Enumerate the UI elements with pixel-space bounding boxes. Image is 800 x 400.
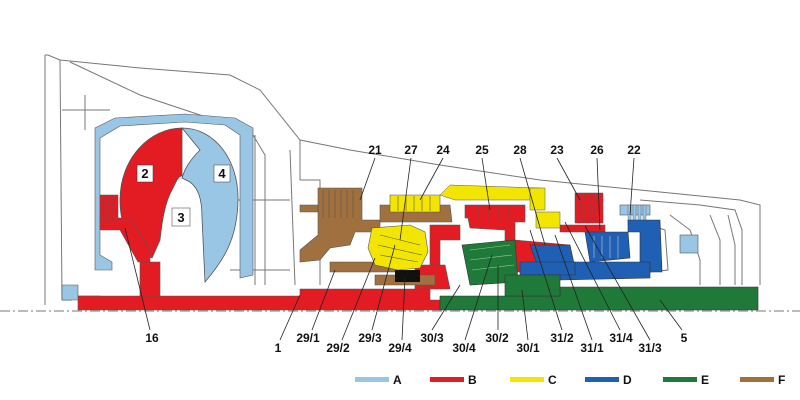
legend-label: C: [548, 373, 557, 387]
area-c: [367, 184, 561, 271]
legend-swatch-e: [663, 377, 697, 382]
carrier-c: [367, 224, 429, 271]
planetary-f: [299, 187, 381, 263]
callout-label: 29/1: [296, 331, 320, 345]
callout-label: 30/4: [452, 341, 476, 355]
callout-label: 31/4: [609, 331, 633, 345]
callout-label: 21: [368, 143, 382, 157]
callout-label: 31/2: [550, 331, 574, 345]
inner-labels: 2 4 3: [136, 164, 231, 227]
callout-label: 23: [550, 143, 564, 157]
callout-label: 5: [681, 331, 688, 345]
top-labels: 21 27 24 25 28 23 26 22: [368, 143, 641, 157]
legend-swatch-a: [355, 377, 389, 382]
callout-label: 24: [436, 143, 450, 157]
clutch-c: [389, 194, 441, 213]
callout-label: 30/3: [420, 331, 444, 345]
lockup-clutch: [99, 194, 119, 221]
legend-label: F: [778, 373, 785, 387]
legend-swatch-c: [510, 377, 544, 382]
callout-label: 31/3: [638, 341, 662, 355]
inner-label: 3: [177, 210, 184, 225]
legend-swatch-d: [585, 377, 619, 382]
legend: A B C D E F: [355, 373, 785, 387]
callout-label: 25: [475, 143, 489, 157]
callout-label: 29/4: [388, 341, 412, 355]
area-b: [77, 127, 606, 311]
callout-label: 16: [145, 331, 159, 345]
callout-label: 29/2: [326, 341, 350, 355]
callout-label: 27: [404, 143, 418, 157]
inner-label: 4: [218, 166, 226, 181]
area-e: [439, 239, 759, 311]
pump-cover: [679, 234, 699, 254]
callout-label: 28: [513, 143, 527, 157]
inner-label: 2: [141, 166, 148, 181]
output-shaft: [439, 286, 759, 311]
part-29-4: [395, 270, 420, 282]
callout-label: 30/2: [485, 331, 509, 345]
callout-label: 1: [275, 341, 282, 355]
bottom-labels: 16 1 29/1 29/2 29/3 29/4 30/3 30/4 30/2 …: [145, 331, 687, 355]
callout-label: 30/1: [516, 341, 540, 355]
area-d: [519, 219, 663, 281]
turbine-4: [181, 127, 239, 284]
converter-shell: [94, 113, 254, 279]
callout-label: 31/1: [580, 341, 604, 355]
legend-label: A: [393, 373, 402, 387]
callout-label: 29/3: [358, 331, 382, 345]
legend-swatch-f: [740, 377, 774, 382]
legend-swatch-b: [430, 377, 464, 382]
leader-lines: [124, 157, 683, 341]
legend-label: E: [701, 373, 709, 387]
legend-label: D: [623, 373, 632, 387]
callout-label: 22: [627, 143, 641, 157]
legend-label: B: [468, 373, 477, 387]
impeller-2: [119, 127, 183, 259]
callout-label: 26: [590, 143, 604, 157]
input-shaft: [77, 288, 441, 311]
